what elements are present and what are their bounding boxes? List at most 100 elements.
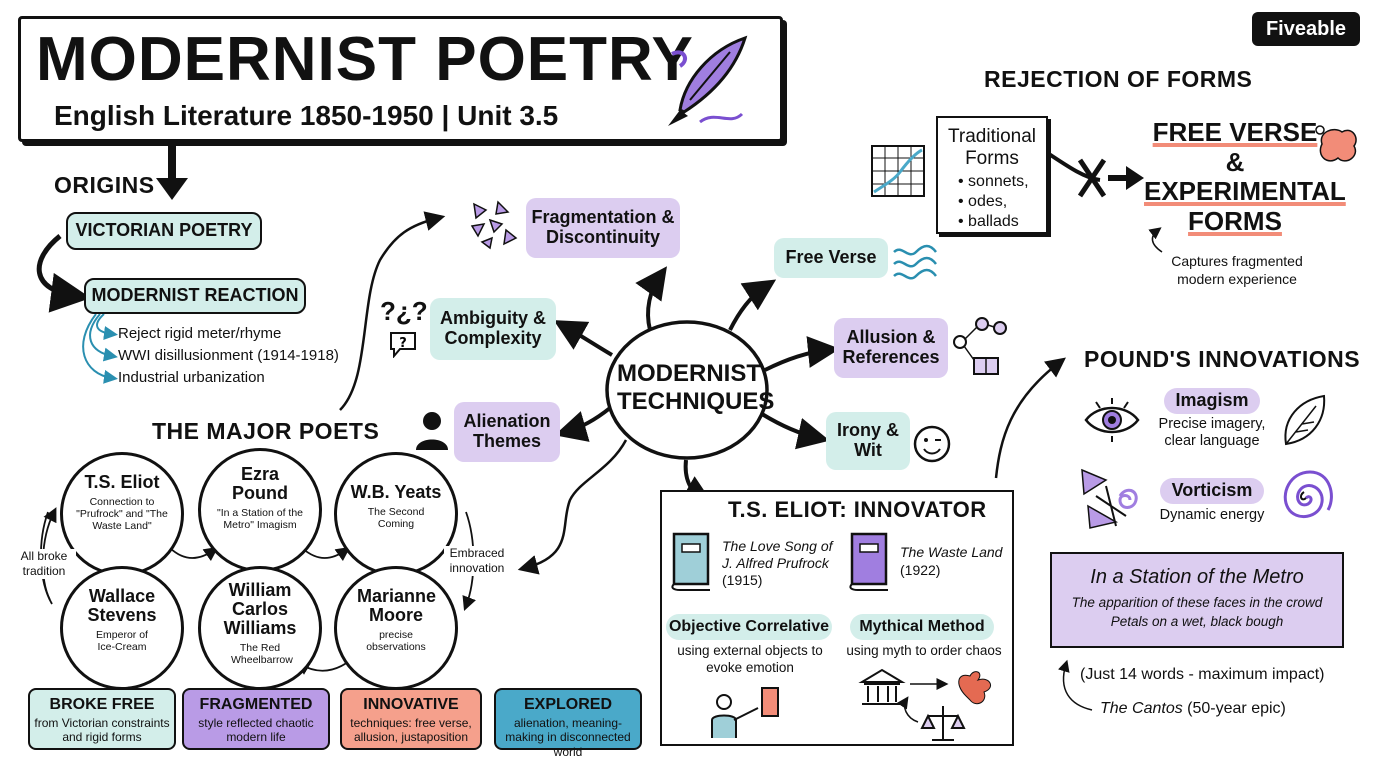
- poet-desc: The Red Wheelbarrow: [231, 641, 293, 666]
- summary-title: FRAGMENTED: [199, 696, 313, 713]
- poet-desc: Connection to "Prufrock" and "The Waste …: [76, 495, 168, 533]
- summary-box-explored: EXPLORED alienation, meaning-making in d…: [494, 688, 642, 759]
- traditional-form-item: • odes,: [958, 192, 1008, 210]
- summary-box-broke-free: BROKE FREE from Victorian constraints an…: [28, 688, 176, 750]
- major-poets-heading: THE MAJOR POETS: [152, 418, 380, 444]
- result-line3: FORMS: [1188, 205, 1282, 236]
- book1-year: (1915): [722, 572, 763, 588]
- summary-title: BROKE FREE: [49, 696, 155, 713]
- poet-circle: Wallace Stevens Emperor of Ice-Cream: [60, 566, 184, 690]
- poets-right-note: Embraced innovation: [444, 546, 510, 576]
- technique-ambiguity: Ambiguity & Complexity: [430, 298, 556, 360]
- traditional-form-item: • ballads: [958, 212, 1019, 230]
- mythical-method-pill: Mythical Method: [850, 614, 994, 640]
- poet-desc: The Second Coming: [367, 505, 425, 530]
- book2-year: (1922): [900, 562, 941, 578]
- traditional-form-item: • sonnets,: [958, 172, 1029, 190]
- traditional-forms-title: Traditional Forms: [947, 126, 1036, 169]
- imagism-pill: Imagism: [1164, 388, 1260, 414]
- poet-circle: W.B. Yeats The Second Coming: [334, 452, 458, 576]
- summary-title: EXPLORED: [523, 696, 612, 713]
- modernist-reaction-box: MODERNIST REACTION: [84, 278, 306, 314]
- poet-circle: Ezra Pound "In a Station of the Metro" I…: [198, 448, 322, 572]
- poets-left-note: All broke tradition: [12, 549, 76, 579]
- summary-box-fragmented: FRAGMENTED style reflected chaotic moder…: [182, 688, 330, 750]
- summary-title: INNOVATIVE: [363, 696, 459, 713]
- poet-name: Ezra Pound: [232, 464, 288, 503]
- quill-pen-icon: [668, 35, 748, 126]
- book1-title: The Love Song of J. Alfred Prufrock: [722, 538, 833, 571]
- result-line1: FREE VERSE: [1152, 117, 1318, 147]
- wavy-lines-icon: [893, 244, 937, 280]
- summary-desc: alienation, meaning-making in disconnect…: [505, 716, 631, 759]
- pound-note-cantos: The Cantos (50-year epic): [1100, 700, 1286, 718]
- book-teal-icon: [671, 532, 710, 591]
- network-book-icon: [953, 317, 1007, 375]
- abstract-blob-icon: [1315, 125, 1357, 162]
- pound-note: (Just 14 words - maximum impact): [1080, 666, 1325, 683]
- summary-desc: techniques: free verse, allusion, justap…: [350, 716, 472, 745]
- technique-irony: Irony & Wit: [826, 412, 910, 470]
- poet-desc: Emperor of Ice-Cream: [96, 628, 148, 653]
- vorticism-desc: Dynamic energy: [1159, 507, 1265, 523]
- shards-icon: [470, 200, 518, 250]
- metro-poem-line: Petals on a wet, black bough: [1110, 614, 1284, 629]
- title-box: [18, 16, 783, 142]
- techniques-center: MODERNIST TECHNIQUES: [617, 360, 775, 415]
- eliot-heading: T.S. ELIOT: INNOVATOR: [728, 497, 987, 522]
- poet-circle: Marianne Moore precise observations: [334, 566, 458, 690]
- origin-point: Industrial urbanization: [118, 369, 265, 386]
- poet-name: T.S. Eliot: [84, 472, 160, 492]
- traditional-forms-box: Traditional Forms • sonnets, • odes, • b…: [936, 116, 1048, 234]
- poet-circle: T.S. Eliot Connection to "Prufrock" and …: [60, 452, 184, 576]
- metro-poem-line: The apparition of these faces in the cro…: [1071, 595, 1323, 610]
- origin-point: WWI disillusionment (1914-1918): [118, 347, 339, 364]
- winking-face-icon: [913, 425, 951, 463]
- technique-free-verse: Free Verse: [774, 238, 888, 278]
- objective-correlative-pill: Objective Correlative: [666, 614, 832, 640]
- technique-alienation: Alienation Themes: [454, 402, 560, 462]
- vorticism-pill: Vorticism: [1160, 478, 1264, 504]
- result-line2: EXPERIMENTAL: [1144, 176, 1346, 207]
- brand-logo: Fiveable: [1252, 12, 1360, 46]
- person-silhouette-icon: [416, 412, 448, 450]
- page-subtitle: English Literature 1850-1950 | Unit 3.5: [54, 100, 559, 131]
- book-purple-icon: [849, 532, 888, 591]
- objective-correlative-desc: using external objects to evoke emotion: [677, 643, 823, 675]
- victorian-poetry-box: VICTORIAN POETRY: [66, 212, 262, 250]
- summary-desc: style reflected chaotic modern life: [198, 716, 314, 745]
- poet-name: W.B. Yeats: [350, 482, 442, 502]
- cantos-desc: (50-year epic): [1182, 700, 1286, 717]
- book2-title: The Waste Land: [900, 544, 1003, 560]
- imagism-desc: Precise imagery, clear language: [1158, 416, 1266, 450]
- summary-desc: from Victorian constraints and rigid for…: [34, 716, 170, 745]
- spiral-vortex-icon: [1283, 470, 1333, 518]
- grid-chart-icon: [871, 145, 925, 197]
- question-marks-icon: ?¿?: [380, 296, 428, 326]
- result-amp: &: [1225, 146, 1245, 177]
- origin-point: Reject rigid meter/rhyme: [118, 325, 282, 342]
- free-verse-result: FREE VERSE & EXPERIMENTAL FORMS: [1144, 117, 1346, 237]
- person-pointing-icon: [711, 687, 779, 738]
- summary-box-innovative: INNOVATIVE techniques: free verse, allus…: [340, 688, 482, 750]
- poet-name: William Carlos Williams: [223, 580, 297, 638]
- poet-desc: "In a Station of the Metro" Imagism: [216, 506, 304, 531]
- rejection-heading: REJECTION OF FORMS: [984, 66, 1253, 92]
- poet-name: Wallace Stevens: [87, 586, 157, 625]
- svg-text:?: ?: [399, 336, 407, 351]
- poet-circle: William Carlos Williams The Red Wheelbar…: [198, 566, 322, 690]
- technique-allusion: Allusion & References: [834, 318, 948, 378]
- metro-poem-box: In a Station of the Metro The apparition…: [1050, 552, 1344, 648]
- rejection-caption: Captures fragmented modern experience: [1171, 253, 1303, 287]
- origins-heading: ORIGINS: [54, 172, 155, 198]
- cantos-title: The Cantos: [1100, 700, 1183, 717]
- vortex-shapes-icon: [1081, 468, 1138, 529]
- page-title: MODERNIST POETRY: [36, 25, 694, 94]
- mythical-method-desc: using myth to order chaos: [846, 643, 1002, 658]
- pound-heading: POUND'S INNOVATIONS: [1084, 346, 1361, 372]
- temple-phoenix-scales-icon: [858, 668, 992, 741]
- technique-fragmentation: Fragmentation & Discontinuity: [526, 198, 680, 258]
- leaf-icon: [1284, 394, 1326, 446]
- metro-poem-title: In a Station of the Metro: [1090, 566, 1304, 588]
- poet-desc: precise observations: [366, 628, 426, 653]
